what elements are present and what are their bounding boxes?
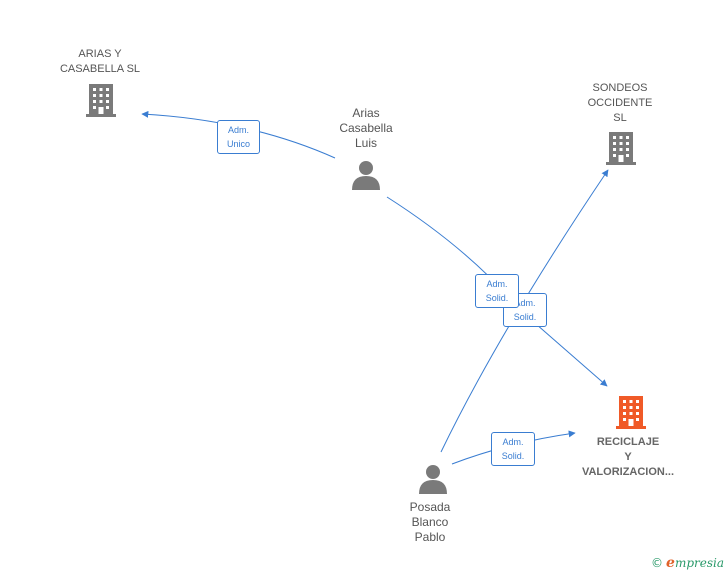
node-label-reciclaje[interactable]: RECICLAJE Y VALORIZACION... — [581, 436, 675, 478]
node-label-posada-blanco[interactable]: Posada Blanco Pablo — [409, 500, 451, 544]
building-icon[interactable] — [606, 132, 636, 165]
person-icon[interactable] — [352, 161, 380, 190]
edge-label-adm-unico: Adm. Unico — [217, 120, 260, 154]
brand-footer: ©empresia — [651, 555, 724, 571]
person-icon[interactable] — [419, 465, 447, 494]
node-label-sondeos-occidente[interactable]: SONDEOS OCCIDENTE SL — [587, 82, 653, 124]
copyright-icon: © — [651, 556, 664, 570]
node-label-arias-casabella-sl[interactable]: ARIAS Y CASABELLA SL — [59, 48, 141, 75]
building-icon[interactable] — [86, 84, 116, 117]
building-icon-highlighted[interactable] — [616, 396, 646, 429]
node-label-arias-casabella-luis[interactable]: Arias Casabella Luis — [339, 106, 393, 150]
brand-logo-letter: e — [666, 555, 675, 571]
edge-label-adm-solid: Adm. Solid. — [491, 432, 535, 466]
brand-name: mpresia — [674, 556, 724, 570]
edge-label-adm-solid: Adm. Solid. — [475, 274, 519, 308]
